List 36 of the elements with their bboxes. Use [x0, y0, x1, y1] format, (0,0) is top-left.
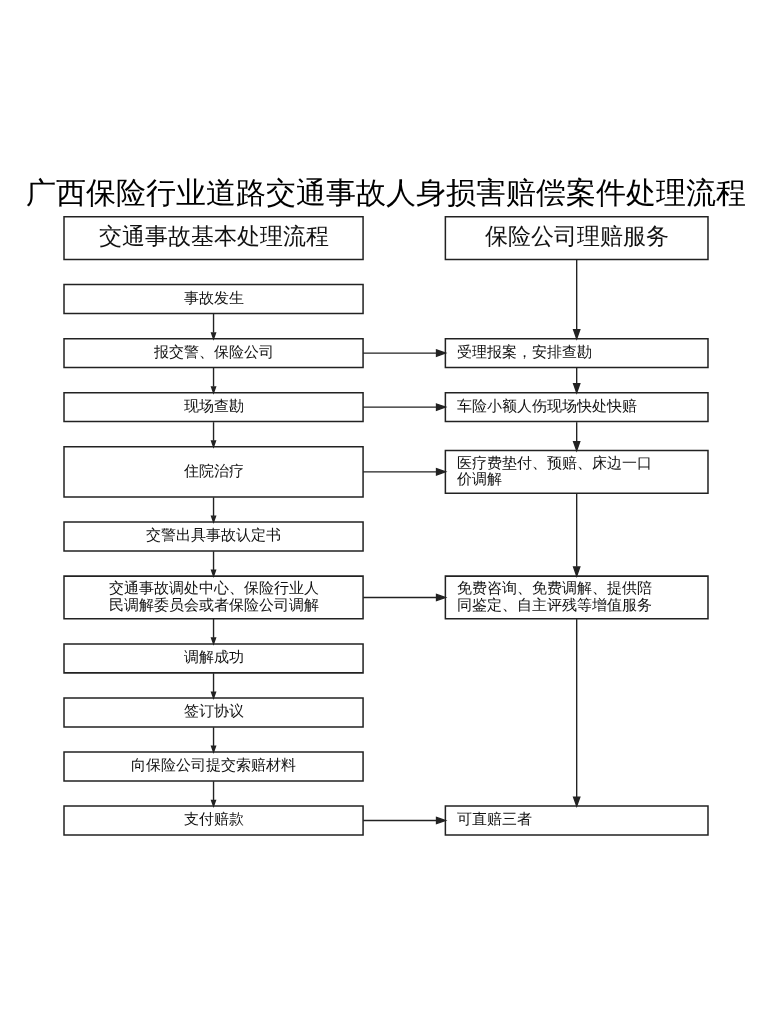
node-box: 现场查勘	[63, 391, 364, 423]
node-box: 可直赔三者	[444, 805, 709, 836]
arrow	[210, 672, 217, 701]
node-box: 签订协议	[63, 697, 364, 728]
arrow	[572, 492, 581, 578]
node-box: 受理报案，安排查勘	[444, 337, 709, 369]
arrow	[572, 618, 581, 809]
node-box: 交通事故调处中心、保险行业人民调解委员会或者保险公司调解	[63, 575, 364, 620]
node-box: 支付赔款	[63, 805, 364, 836]
diagram-title: 广西保险行业道路交通事故人身损害赔偿案件处理流程	[26, 175, 746, 211]
node-box: 医疗费垫付、预赔、床边一口价调解	[444, 449, 709, 494]
arrow	[362, 816, 448, 825]
arrow	[210, 618, 217, 646]
arrow	[572, 258, 581, 341]
node-box: 免费咨询、免费调解、提供陪同鉴定、自主评残等增值服务	[444, 575, 709, 620]
node-box: 调解成功	[63, 643, 364, 674]
arrow	[210, 726, 217, 755]
arrow	[210, 550, 217, 578]
node-box: 交通事故基本处理流程	[63, 216, 364, 261]
node-box: 保险公司理赔服务	[444, 216, 709, 261]
arrow	[572, 421, 581, 453]
arrow	[210, 496, 217, 524]
node-box: 交警出具事故认定书	[63, 521, 364, 552]
arrow	[362, 467, 448, 476]
node-box: 车险小额人伤现场快处快赔	[444, 391, 709, 423]
arrow	[210, 313, 217, 341]
arrow	[210, 367, 217, 395]
node-box: 住院治疗	[63, 445, 364, 498]
arrow	[362, 403, 448, 412]
arrow	[362, 593, 448, 602]
arrow	[210, 780, 217, 809]
node-box: 向保险公司提交索赔材料	[63, 751, 364, 782]
arrow	[210, 421, 217, 449]
node-box: 事故发生	[63, 283, 364, 315]
arrow	[362, 349, 448, 358]
node-box: 报交警、保险公司	[63, 337, 364, 369]
